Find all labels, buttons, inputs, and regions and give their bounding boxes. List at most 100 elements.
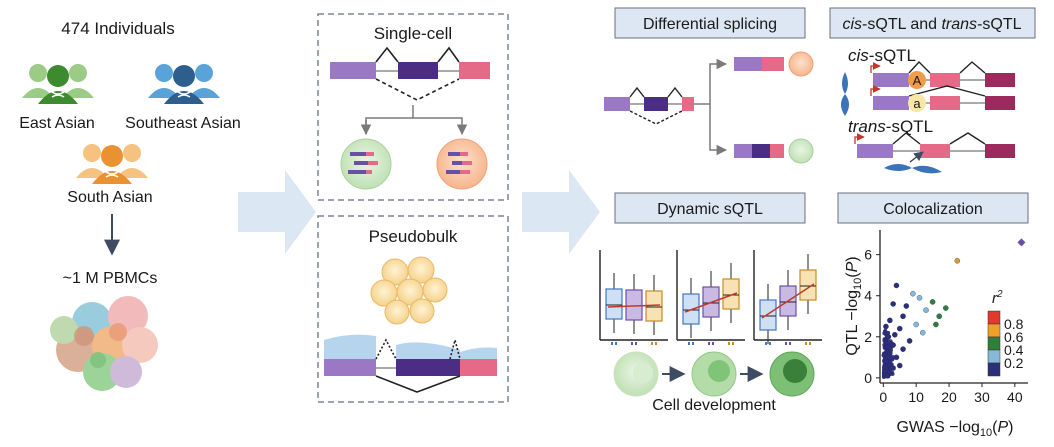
scatter-point xyxy=(893,282,900,289)
group-south-asian: South Asian xyxy=(67,189,152,206)
exon-1 xyxy=(330,62,376,79)
scatter-point xyxy=(887,317,893,324)
genotype-marker xyxy=(631,342,633,345)
genotype-marker xyxy=(789,342,791,345)
trans-sqtl-label: trans-sQTL xyxy=(848,117,933,136)
scatter-point xyxy=(890,301,896,307)
genotype-marker xyxy=(765,342,767,345)
scatter-point xyxy=(887,350,893,356)
boxplot-box xyxy=(799,269,817,301)
cell-cluster-illustration xyxy=(370,256,448,325)
legend-value: 0.8 xyxy=(1004,316,1024,332)
scatter-point xyxy=(893,354,900,361)
genotype-marker xyxy=(615,342,617,345)
single-cell-frame xyxy=(317,13,509,201)
x-tick-label: 40 xyxy=(1007,389,1023,405)
boxplot-box xyxy=(722,278,740,310)
allele-a: a xyxy=(913,96,921,111)
genotype-marker xyxy=(651,342,653,345)
scatter-point xyxy=(892,331,898,338)
scatter-point xyxy=(916,295,923,301)
scatter-point xyxy=(906,338,913,344)
allele-A: A xyxy=(913,73,922,88)
legend-value: 0.6 xyxy=(1004,329,1024,345)
scatter-point xyxy=(920,329,926,336)
r2-legend: r20.80.60.40.2 xyxy=(987,289,1024,377)
pbmc-count-label: ~1 M PBMCs xyxy=(63,270,158,287)
scatter-point xyxy=(887,356,892,361)
scatter-point xyxy=(900,313,906,320)
scatter-point xyxy=(900,346,906,352)
genotype-marker xyxy=(611,342,613,345)
genotype-marker xyxy=(769,342,771,345)
genotype-marker xyxy=(655,342,657,345)
sqtl-header-box xyxy=(829,7,1036,39)
scatter-point xyxy=(883,358,890,365)
x-tick-label: 0 xyxy=(879,389,887,405)
sqtl-header-label: cis-sQTL and trans-sQTL xyxy=(842,16,1021,33)
boxplot-box xyxy=(759,299,777,331)
y-tick-label: 4 xyxy=(864,288,872,304)
pseudobulk-frame xyxy=(317,215,509,403)
scatter-point xyxy=(883,328,888,333)
legend-swatch xyxy=(987,349,1001,364)
scatter-point xyxy=(890,342,896,348)
south-asian-people-icon xyxy=(76,144,148,184)
southeast-asian-people-icon xyxy=(148,64,220,104)
legend-swatch xyxy=(987,323,1001,338)
y-tick-label: 6 xyxy=(864,247,872,263)
dynamic-sqtl-panel: Dynamic sQTL Cell development xyxy=(599,192,822,414)
genotype-marker xyxy=(805,342,807,345)
trend-line xyxy=(607,304,661,308)
genotype-marker xyxy=(692,342,694,345)
population-panel: 474 Individuals East Asian Southeast Asi… xyxy=(19,19,241,391)
legend-title: r2 xyxy=(992,289,1003,307)
legend-swatch xyxy=(987,362,1001,377)
scatter-point xyxy=(954,258,961,264)
individuals-count-title: 474 Individuals xyxy=(61,19,174,38)
dynamic-sqtl-label: Dynamic sQTL xyxy=(657,201,763,218)
differential-splicing-panel: Differential splicing xyxy=(604,7,814,164)
trend-line xyxy=(761,283,815,319)
flow-arrow-2 xyxy=(522,170,600,254)
legend-value: 0.2 xyxy=(1004,355,1024,371)
pbmc-cluster-illustration xyxy=(50,296,158,391)
scatter-point xyxy=(883,344,890,350)
genotype-marker xyxy=(809,342,811,345)
y-axis-label: QTL −log10(P) xyxy=(844,256,864,355)
scatter-point xyxy=(883,323,889,330)
genotype-marker xyxy=(688,342,690,345)
scatter-point xyxy=(929,299,936,305)
scatter-point xyxy=(910,290,916,297)
scatter-point xyxy=(885,334,891,340)
boxplot-box xyxy=(605,288,623,320)
y-tick-label: 0 xyxy=(864,370,872,386)
scatter-point xyxy=(882,338,889,344)
scatter-point xyxy=(923,307,929,313)
legend-swatch xyxy=(987,310,1001,325)
exon-3 xyxy=(459,62,490,79)
trend-line xyxy=(684,292,738,313)
east-asian-people-icon xyxy=(22,64,94,104)
genotype-marker xyxy=(635,342,637,345)
x-tick-label: 20 xyxy=(941,389,957,405)
sqtl-panel: cis-sQTL and trans-sQTL cis-sQTL A a tra… xyxy=(829,7,1036,174)
scatter-point xyxy=(896,325,903,332)
scatter-point xyxy=(888,364,895,371)
exon-a xyxy=(324,359,376,376)
genotype-marker xyxy=(708,342,710,345)
dynamic-boxplots xyxy=(599,250,822,345)
scatter-point xyxy=(943,305,949,311)
differential-splicing-box xyxy=(614,7,806,39)
single-cell-title: Single-cell xyxy=(374,24,452,43)
exon-b xyxy=(396,359,460,376)
scatter-point xyxy=(896,362,903,369)
scatter-point xyxy=(936,313,942,320)
scatter-point xyxy=(884,373,890,379)
genotype-marker xyxy=(712,342,714,345)
single-cell-panel: Single-cell xyxy=(317,13,509,201)
